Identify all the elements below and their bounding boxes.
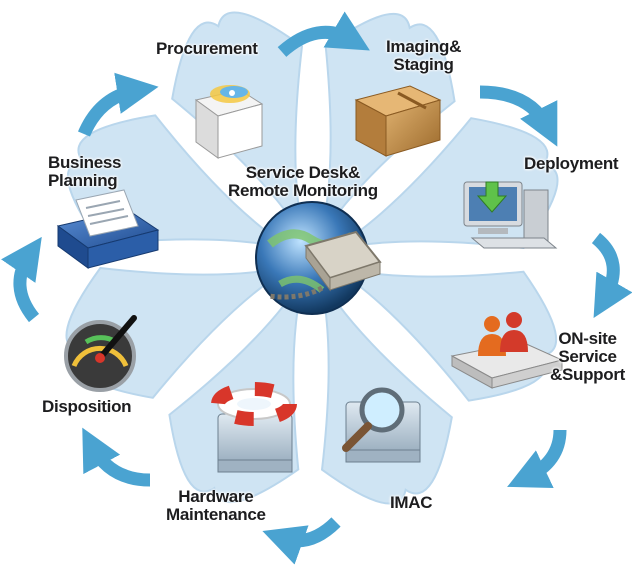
arrow-imaging-to-deployment	[479, 85, 558, 147]
arrow-planning-to-procurement	[78, 72, 159, 137]
center-label: Service Desk& Remote Monitoring	[228, 163, 378, 200]
gauge-dial-icon	[64, 315, 137, 392]
open-box-icon	[194, 85, 264, 159]
globe-modem-icon	[255, 201, 382, 315]
stage-label-onsite-service: ON-site Service &Support	[550, 329, 626, 384]
arrow-procurement-to-imaging	[277, 11, 370, 57]
arrow-imac-to-hardware	[262, 517, 341, 565]
arrow-disposition-to-planning	[1, 236, 42, 323]
lifebuoy-drive-icon	[211, 382, 297, 473]
stage-label-business-planning: Business Planning	[48, 153, 122, 190]
arrow-onsite-to-imac	[507, 429, 567, 488]
computer-download-icon	[463, 181, 558, 249]
stage-label-disposition: Disposition	[42, 397, 132, 416]
magnifier-drive-icon	[342, 387, 421, 463]
arrow-deployment-to-onsite	[591, 232, 633, 319]
stage-label-imac: IMAC	[390, 493, 433, 512]
stage-label-procurement: Procurement	[156, 39, 258, 58]
cardboard-box-icon	[354, 85, 442, 157]
stage-label-hardware-maintenance: Hardware Maintenance	[166, 487, 266, 524]
people-on-platform-icon	[450, 312, 564, 389]
stage-label-imaging-staging: Imaging& Staging	[386, 37, 462, 74]
binder-document-icon	[56, 189, 160, 269]
cycle-arrows	[1, 11, 633, 565]
stage-label-deployment: Deployment	[524, 154, 619, 173]
arrow-hardware-to-disposition	[82, 427, 151, 487]
